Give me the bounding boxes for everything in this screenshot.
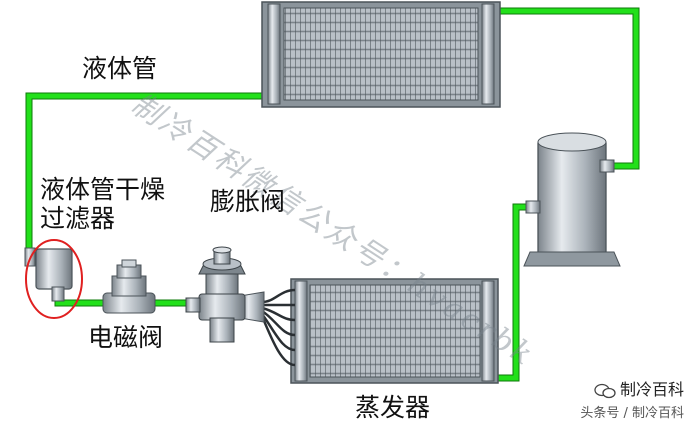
label-solenoid-valve: 电磁阀 xyxy=(88,323,164,352)
brand-subtitle: 头条号 / 制冷百科 xyxy=(580,406,684,421)
label-filter-dryer-line1: 液体管干燥 xyxy=(40,175,166,204)
chat-bubbles-icon xyxy=(594,383,616,398)
label-filter-dryer: 液体管干燥 过滤器 xyxy=(40,175,166,234)
condenser-coil xyxy=(261,1,501,108)
brand-watermark: 制冷百科 头条号 / 制冷百科 xyxy=(580,376,684,421)
distributor-tubes xyxy=(260,288,296,367)
evaporator-coil xyxy=(290,278,499,384)
label-evaporator: 蒸发器 xyxy=(355,393,431,422)
compressor xyxy=(523,132,621,267)
highlight-circle xyxy=(25,239,83,319)
label-filter-dryer-line2: 过滤器 xyxy=(40,203,116,233)
solenoid-valve xyxy=(102,259,156,314)
expansion-valve xyxy=(185,246,246,343)
label-expansion-valve: 膨胀阀 xyxy=(210,187,286,216)
brand-name: 制冷百科 xyxy=(619,380,684,399)
label-liquid-line: 液体管 xyxy=(82,54,158,83)
